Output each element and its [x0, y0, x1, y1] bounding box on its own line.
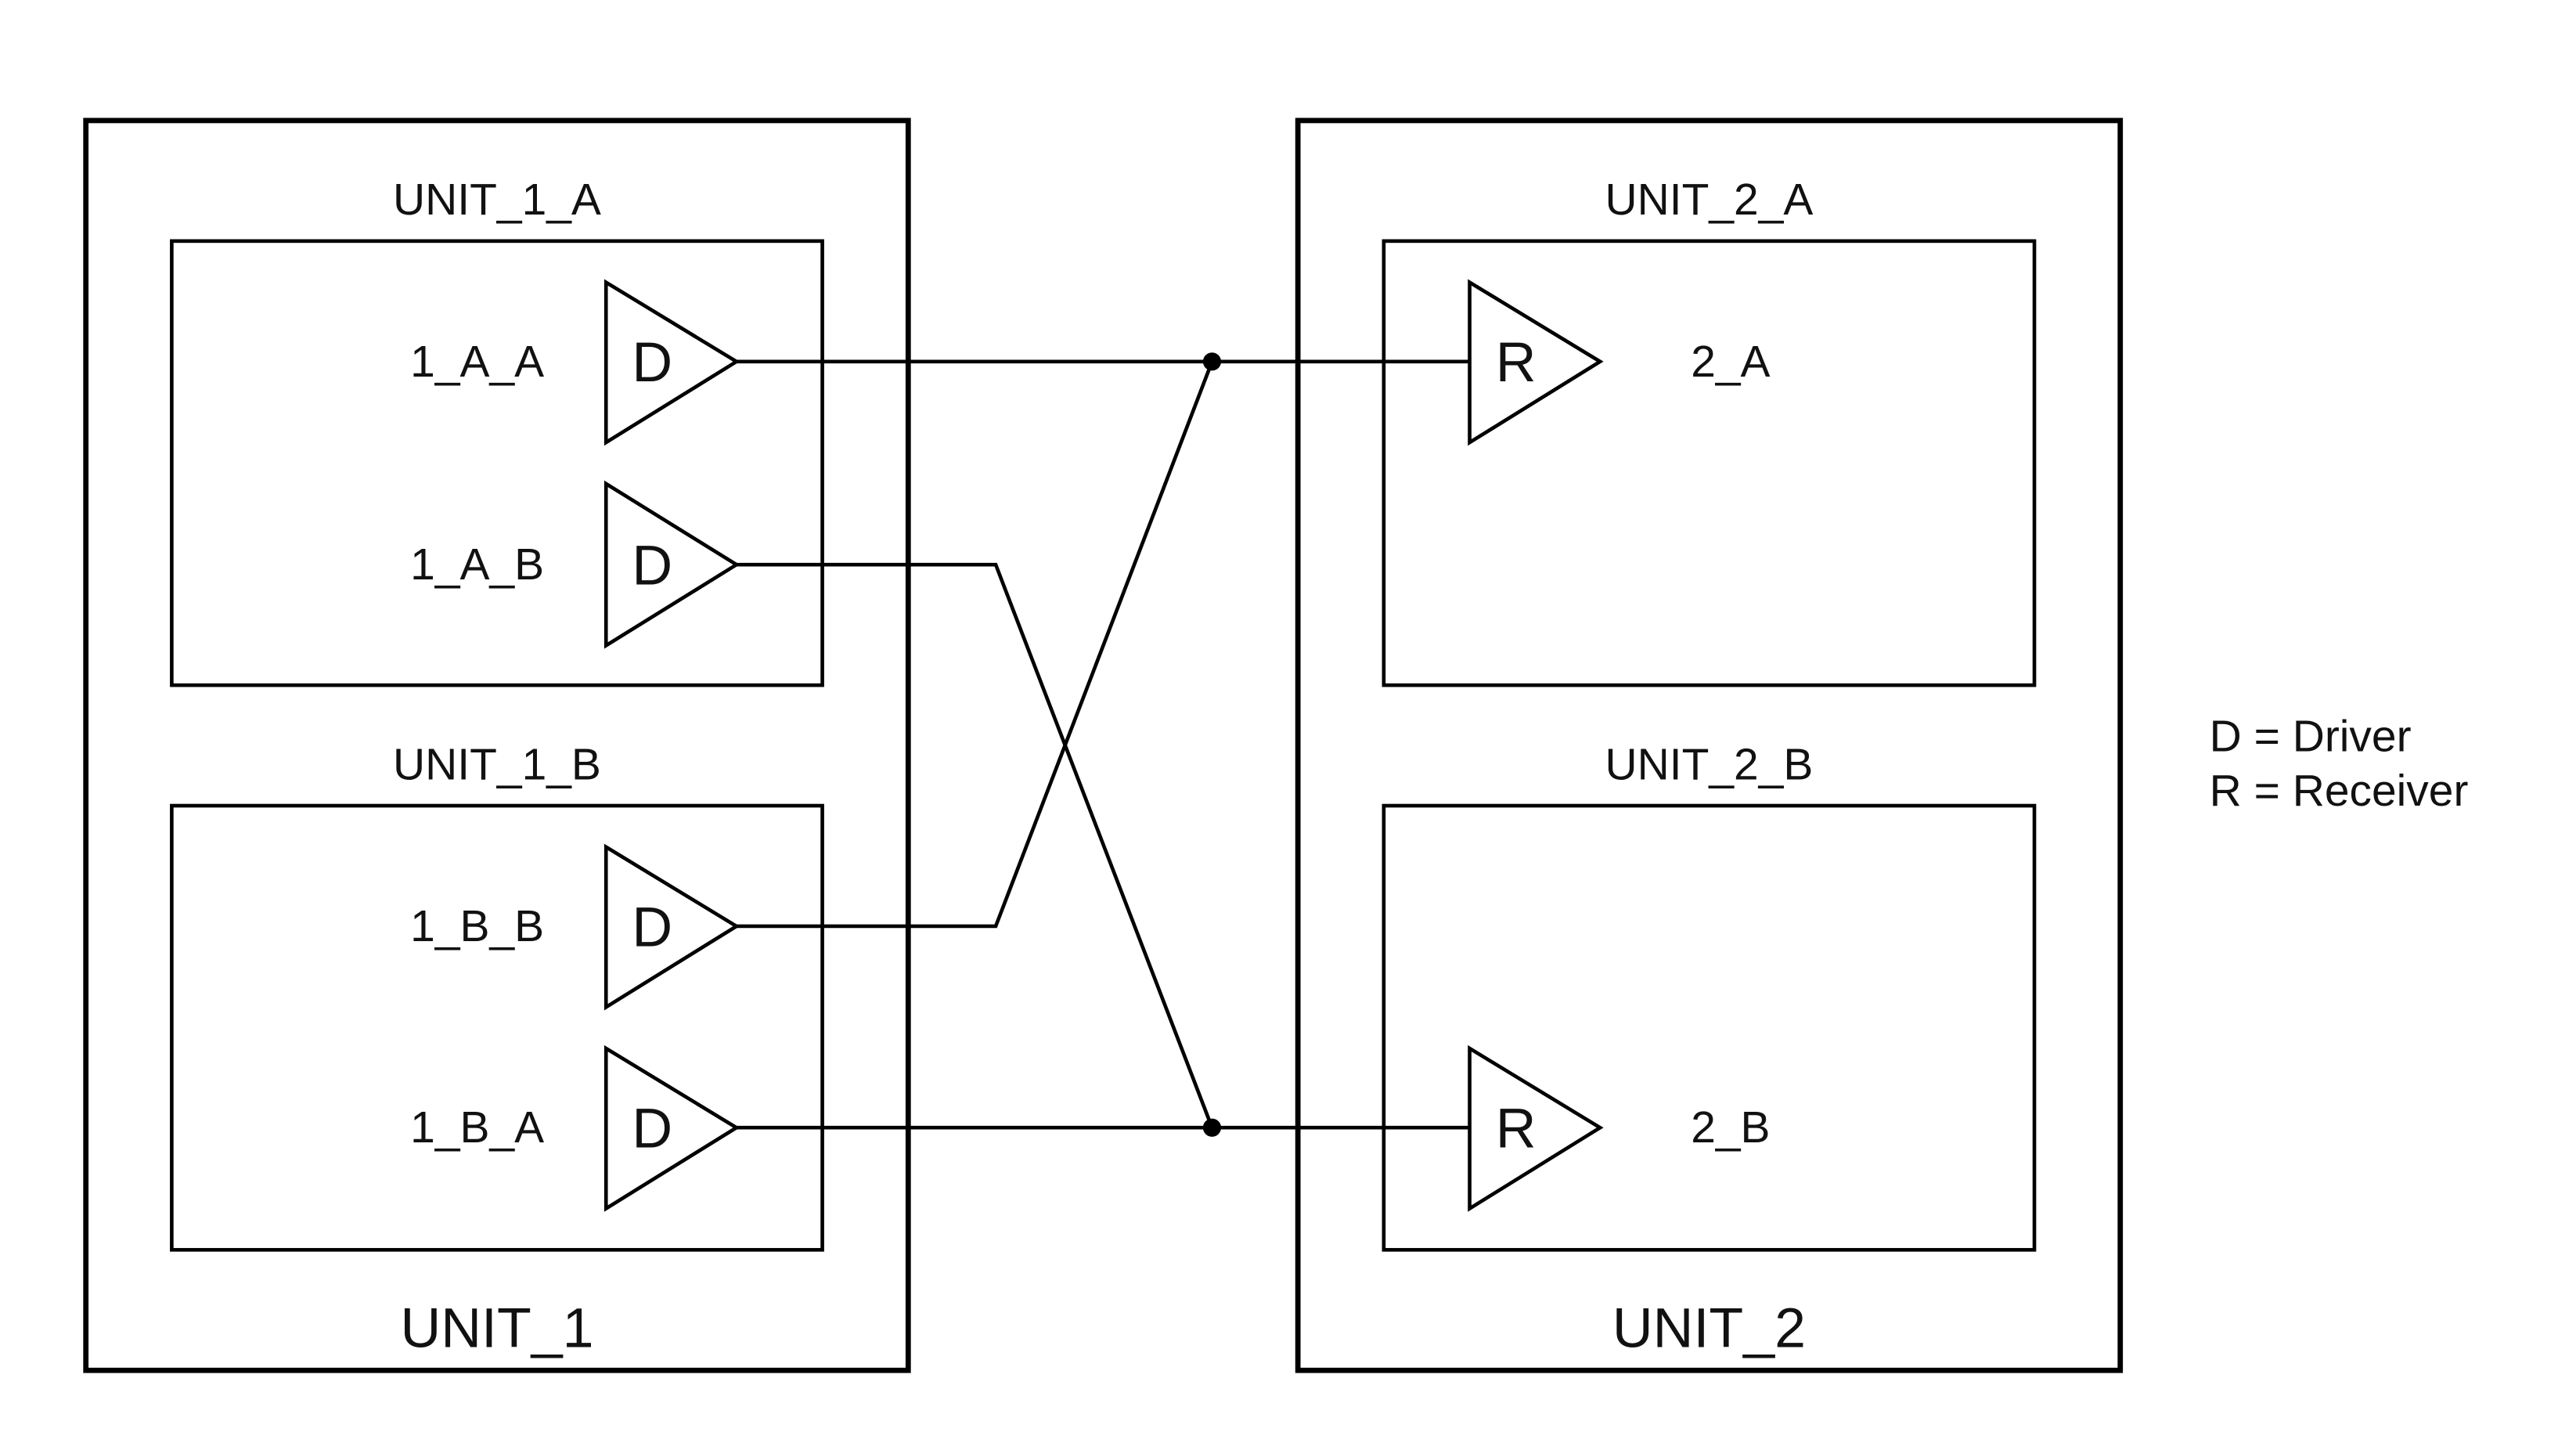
unit-2-a-label: UNIT_2_A	[1605, 175, 1814, 225]
unit-2-b-box	[1382, 803, 2037, 1252]
driver-gate-letter: D	[632, 1098, 672, 1160]
unit-1-b: UNIT_1_B	[170, 739, 824, 1252]
unit-1-box	[83, 117, 911, 1373]
receiver-gate-letter: R	[1496, 331, 1537, 394]
driver-gate-letter: D	[632, 896, 672, 958]
driver-triangle-icon	[603, 279, 740, 446]
legend: D = Driver R = Receiver	[2210, 711, 2469, 816]
junction-dot-2-a	[1202, 352, 1222, 371]
unit-2-label: UNIT_2	[1612, 1297, 1806, 1360]
driver-gate-letter: D	[632, 331, 672, 394]
pin-label-2-b: 2_B	[1691, 1102, 1770, 1153]
unit-1: UNIT_1 UNIT_1_A UNIT_1_B	[83, 117, 911, 1373]
legend-driver: D = Driver	[2210, 711, 2412, 761]
driver-gate-letter: D	[632, 534, 672, 597]
wire-1-a-b-to-2-b	[736, 562, 1214, 1129]
legend-receiver: R = Receiver	[2210, 766, 2469, 816]
unit-2-b-label: UNIT_2_B	[1605, 739, 1814, 789]
driver-1-a-a: 1_A_A D	[410, 279, 740, 446]
wire-1-b-b-to-2-a	[736, 360, 1214, 929]
driver-triangle-icon	[603, 480, 740, 649]
receiver-triangle-icon	[1468, 1044, 1604, 1212]
pin-label-1-b-b: 1_B_B	[410, 901, 544, 951]
unit-1-b-box	[170, 803, 824, 1252]
unit-2-b: UNIT_2_B	[1382, 739, 2037, 1252]
unit-2-a-box	[1382, 239, 2037, 687]
pin-label-1-a-b: 1_A_B	[410, 539, 544, 590]
driver-1-a-b: 1_A_B D	[410, 480, 740, 649]
unit-2-box	[1295, 117, 2124, 1373]
unit-2: UNIT_2 UNIT_2_A UNIT_2_B	[1295, 117, 2124, 1373]
receiver-gate-letter: R	[1496, 1098, 1537, 1160]
wires	[736, 352, 1470, 1137]
receiver-2-a: R 2_A	[1468, 279, 1771, 446]
pin-label-2-a: 2_A	[1691, 337, 1770, 387]
driver-1-b-b: 1_B_B D	[410, 843, 740, 1011]
receiver-2-b: R 2_B	[1468, 1044, 1771, 1212]
unit-1-a: UNIT_1_A	[170, 175, 824, 687]
unit-1-a-label: UNIT_1_A	[393, 175, 601, 225]
unit-1-a-box	[170, 239, 824, 687]
unit-2-a: UNIT_2_A	[1382, 175, 2037, 687]
receiver-triangle-icon	[1468, 279, 1604, 446]
pin-label-1-b-a: 1_B_A	[410, 1102, 544, 1153]
junction-dot-2-b	[1202, 1118, 1222, 1137]
unit-1-b-label: UNIT_1_B	[393, 739, 601, 789]
driver-triangle-icon	[603, 843, 740, 1011]
driver-triangle-icon	[603, 1044, 740, 1212]
unit-1-label: UNIT_1	[400, 1297, 593, 1360]
pin-label-1-a-a: 1_A_A	[410, 337, 544, 387]
driver-1-b-a: 1_B_A D	[410, 1044, 740, 1212]
